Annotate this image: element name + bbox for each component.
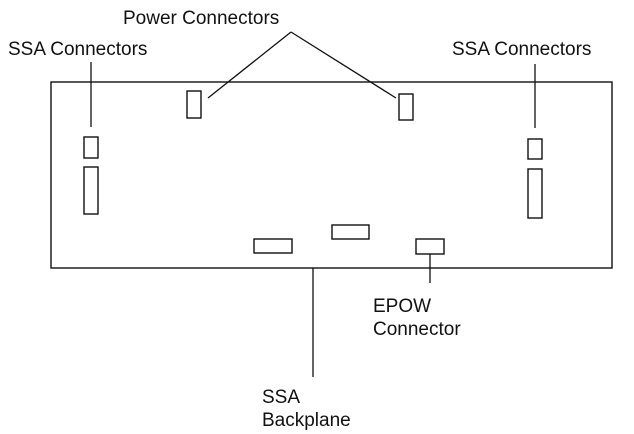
- ssa-connector-right-large: [527, 168, 543, 219]
- ssa-connector-right-small: [527, 138, 543, 160]
- bottom-connector-center: [331, 224, 370, 240]
- epow-label-line1: EPOW: [373, 296, 431, 317]
- power-connector-right: [398, 93, 414, 121]
- ssa-connectors-left-label: SSA Connectors: [8, 39, 147, 60]
- power-connectors-leader-right: [290, 31, 397, 99]
- epow-connector: [415, 238, 445, 255]
- ssa-backplane-label-line2: Backplane: [262, 410, 351, 431]
- bottom-connector-left: [253, 238, 293, 254]
- epow-label-line2: Connector: [373, 319, 461, 340]
- power-connectors-label: Power Connectors: [123, 8, 279, 29]
- power-connectors-leader-left: [207, 31, 292, 99]
- ssa-connectors-right-label: SSA Connectors: [452, 39, 591, 60]
- ssa-connector-left-small: [83, 136, 99, 159]
- ssa-backplane-label-line1: SSA: [262, 387, 300, 408]
- power-connector-left: [186, 90, 202, 119]
- backplane-board: [50, 81, 613, 269]
- ssa-connector-left-large: [83, 166, 99, 215]
